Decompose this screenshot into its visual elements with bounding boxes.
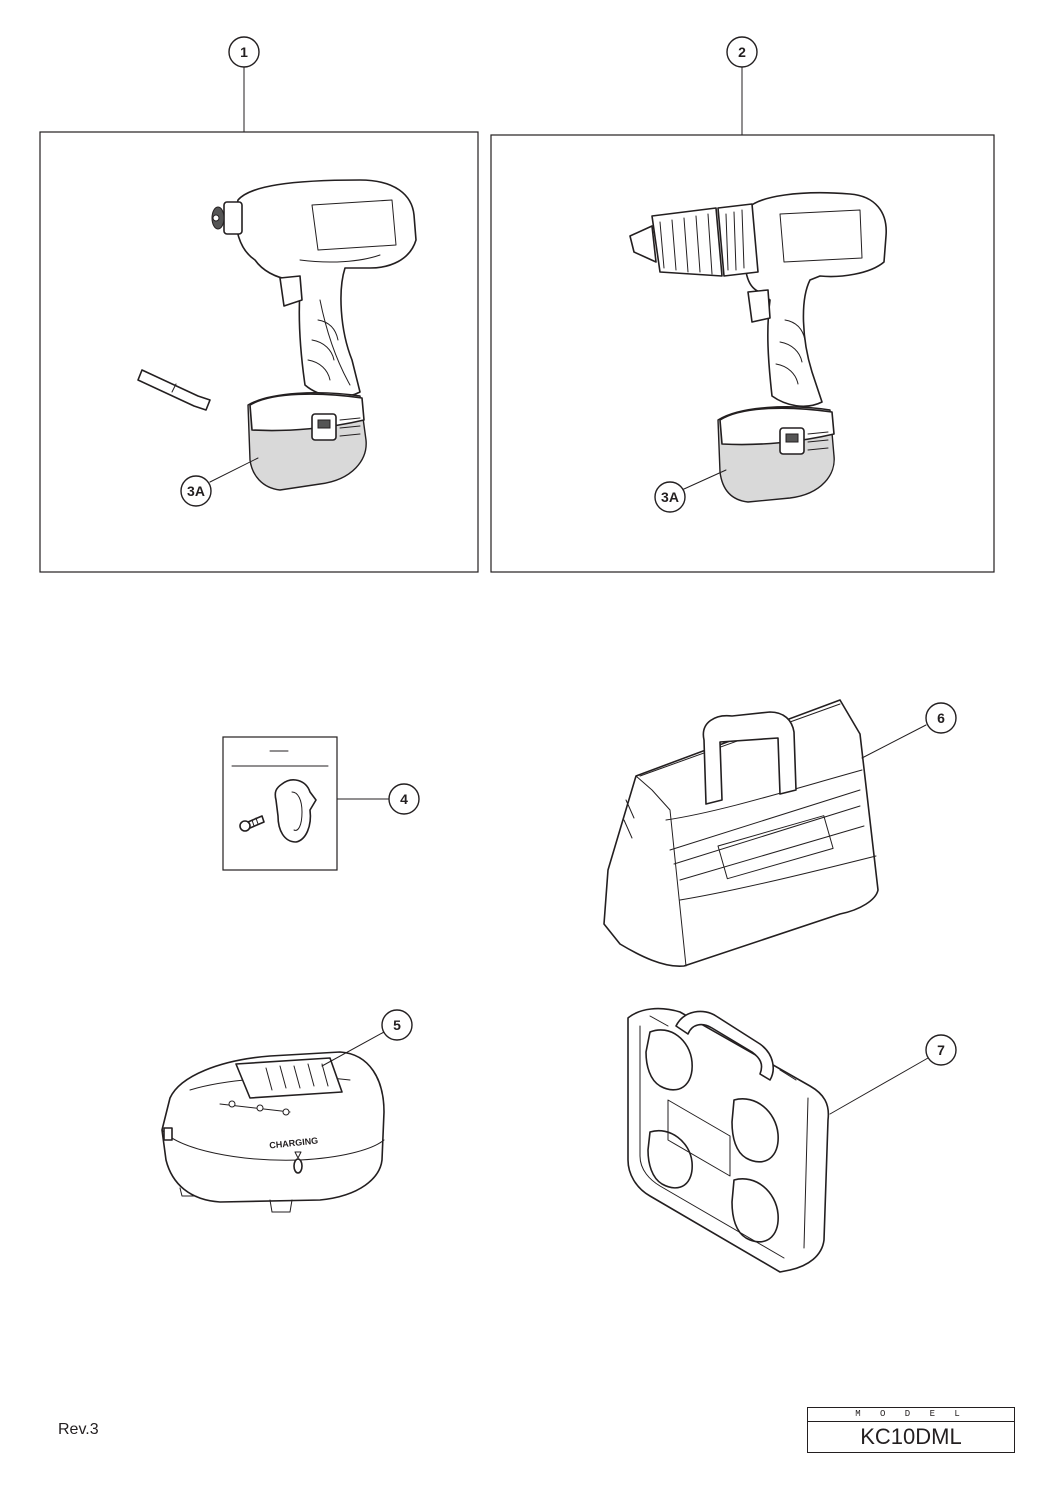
model-value: KC10DML [860,1424,962,1449]
battery-icon-drill [717,406,835,503]
belt-hook-icon [222,736,338,871]
battery-icon [247,392,367,491]
callout-7[interactable]: 7 [829,1034,957,1115]
callout-2[interactable]: 2 [726,36,758,136]
callout-5-label: 5 [393,1017,401,1033]
callout-3a-left[interactable]: 3A [180,457,259,507]
impact-driver-icon [137,179,417,411]
callout-3a-left-label: 3A [187,483,205,499]
callout-1-label: 1 [240,44,248,60]
charger-icon: CHARGING [161,1051,385,1213]
callout-6[interactable]: 6 [861,702,957,759]
drill-driver-icon [629,191,887,408]
tool-bag-icon [603,699,879,967]
revision-label: Rev.3 [58,1421,99,1438]
callout-3a-right-label: 3A [661,489,679,505]
model-label: M O D E L [808,1408,1014,1422]
callout-1[interactable]: 1 [228,36,260,133]
callout-3a-right[interactable]: 3A [654,469,727,513]
carrying-case-icon [627,1007,830,1273]
callout-6-label: 6 [937,710,945,726]
callout-7-label: 7 [937,1042,945,1058]
screw-icon [239,815,265,832]
callout-4-label: 4 [400,791,408,807]
panel-drill-driver [490,134,995,573]
callout-2-label: 2 [738,44,746,60]
screwdriver-bit [137,369,211,411]
callout-5[interactable]: 5 [321,1009,413,1067]
callout-4[interactable]: 4 [336,783,420,815]
model-box: M O D E L KC10DML [807,1407,1015,1453]
panel-impact-driver [39,131,479,573]
